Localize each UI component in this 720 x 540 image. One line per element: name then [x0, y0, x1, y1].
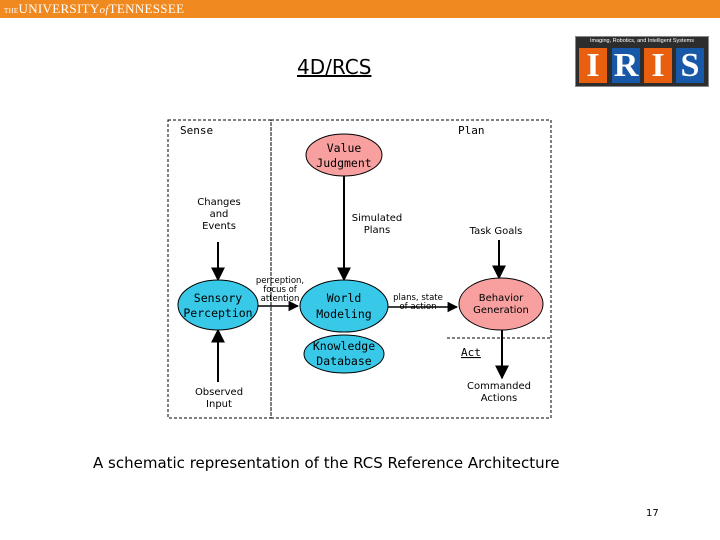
- behavior-generation-label: Generation: [473, 305, 529, 316]
- behavior-generation-label: Behavior: [479, 293, 524, 304]
- plans-state-label: plans, state: [393, 293, 443, 303]
- slide-caption: A schematic representation of the RCS Re…: [93, 454, 560, 472]
- world-modeling-label: World: [327, 291, 362, 305]
- act-label: Act: [461, 346, 481, 359]
- commanded-actions-label: Commanded: [467, 381, 531, 392]
- plan-label: Plan: [458, 124, 485, 137]
- commanded-actions-label: Actions: [481, 393, 518, 404]
- page-number: 17: [646, 508, 659, 519]
- iris-tagline: Imaging, Robotics, and Intelligent Syste…: [590, 38, 694, 44]
- world-modeling-node: [299, 279, 389, 333]
- changes-events-label: and: [210, 209, 229, 220]
- header-bar: THEUNIVERSITYofTENNESSEE: [0, 0, 720, 18]
- changes-events-label: Events: [202, 221, 236, 232]
- simulated-plans-label: Simulated: [352, 213, 403, 224]
- sense-label: Sense: [180, 124, 213, 137]
- iris-letter: I: [579, 48, 607, 83]
- perception-focus-label: attention: [261, 294, 300, 304]
- sensory-perception-label: Perception: [183, 306, 252, 320]
- iris-letter: R: [612, 47, 640, 84]
- knowledge-database-label: Knowledge: [313, 339, 375, 353]
- sense-region: [167, 119, 272, 419]
- value-judgment-node: [305, 133, 383, 177]
- plan-region: [270, 119, 552, 419]
- perception-focus-label: perception,: [256, 276, 304, 286]
- perception-focus-label: focus of: [263, 285, 298, 295]
- value-judgment-label: Judgment: [316, 156, 371, 170]
- logo-prefix: THE: [4, 7, 19, 15]
- knowledge-database-node: [303, 334, 385, 374]
- observed-input-label: Input: [206, 399, 232, 410]
- iris-logo: Imaging, Robotics, and Intelligent Syste…: [575, 36, 709, 87]
- logo-name: TENNESSEE: [108, 1, 185, 16]
- logo-of: of: [99, 4, 109, 16]
- plans-state-label: of action: [399, 302, 436, 312]
- iris-letter: I: [644, 48, 672, 83]
- behavior-generation-node: [458, 277, 544, 331]
- simulated-plans-label: Plans: [364, 225, 390, 236]
- sensory-perception-label: Sensory: [194, 291, 243, 305]
- changes-events-label: Changes: [197, 197, 241, 208]
- value-judgment-label: Value: [327, 141, 362, 155]
- task-goals-label: Task Goals: [469, 226, 523, 237]
- iris-letter: S: [676, 48, 704, 83]
- observed-input-label: Observed: [195, 387, 243, 398]
- world-modeling-label: Modeling: [316, 307, 371, 321]
- sensory-perception-node: [177, 279, 259, 331]
- university-logo: THEUNIVERSITYofTENNESSEE: [4, 1, 184, 17]
- logo-main: UNIVERSITY: [18, 1, 100, 16]
- knowledge-database-label: Database: [316, 354, 371, 368]
- slide-title: 4D/RCS: [297, 55, 372, 79]
